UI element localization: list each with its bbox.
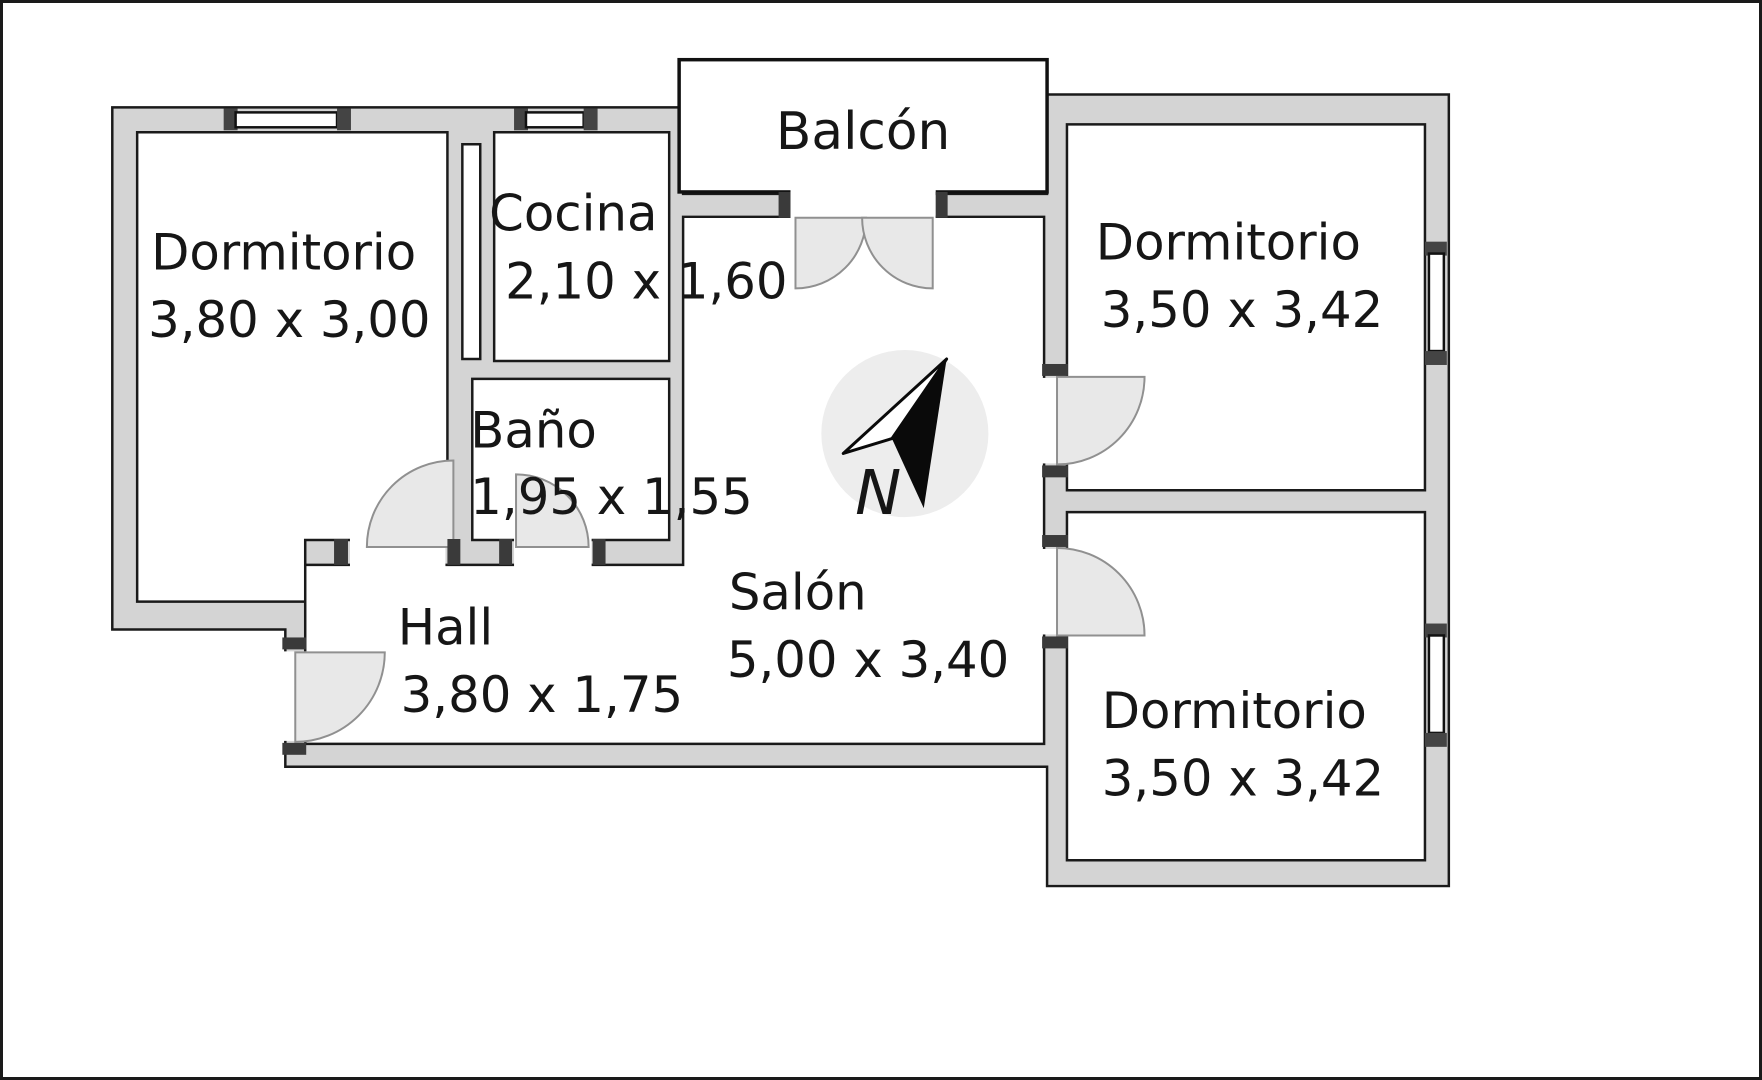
room-dims-hall: 3,80 x 1,75 <box>401 666 683 724</box>
door-jamb <box>282 742 307 755</box>
balcony-outline <box>677 57 1049 194</box>
window-right-top <box>1427 252 1446 353</box>
door-jamb <box>592 539 606 565</box>
bedroom-left-door-arc <box>365 459 455 548</box>
balcony-door-arc-left <box>794 216 868 290</box>
room-label-balcon: Balcón <box>776 102 950 162</box>
walls <box>111 93 1451 888</box>
door-jamb <box>1042 636 1068 649</box>
window-top-left <box>234 111 339 129</box>
door-jambs <box>282 191 1068 755</box>
door-jamb <box>282 637 307 650</box>
window-right-bottom <box>1427 634 1446 735</box>
door-jamb <box>1042 363 1068 376</box>
door-jamb <box>447 539 461 565</box>
bedroom-right-top-door-arc <box>1056 375 1146 466</box>
door-jamb <box>778 191 791 218</box>
door-jamb <box>334 539 348 565</box>
hall-entry-door-arc <box>294 651 386 743</box>
room-label-dormitorio-right-top: Dormitorio <box>1096 214 1361 272</box>
compass: N <box>821 350 989 529</box>
window-tab <box>1424 241 1447 256</box>
window-top-kitchen <box>524 111 585 129</box>
balcony-door-opening <box>790 189 936 221</box>
room-dims-dormitorio-left: 3,80 x 3,00 <box>148 291 430 349</box>
room-label-cocina: Cocina <box>489 185 657 243</box>
door-jamb <box>499 539 513 565</box>
floor-plan-canvas: N Dormitorio 3,80 x 3,00 Cocina 2,10 x 1… <box>111 57 1451 888</box>
balcony-door-arc-right <box>861 216 934 290</box>
north-arrow-black <box>891 359 947 509</box>
room-labels: Dormitorio 3,80 x 3,00 Cocina 2,10 x 1,6… <box>148 102 1384 807</box>
door-jamb <box>1042 465 1068 478</box>
door-jamb <box>935 191 948 218</box>
window-tab <box>223 108 238 131</box>
room-label-salon: Salón <box>729 564 867 622</box>
window-tab <box>1424 351 1447 365</box>
door-jamb <box>1042 535 1068 547</box>
room-label-dormitorio-right-bottom: Dormitorio <box>1102 682 1367 740</box>
room-dims-dormitorio-right-bottom: 3,50 x 3,42 <box>1102 750 1384 808</box>
north-label: N <box>855 457 901 529</box>
room-label-bano: Baño <box>470 402 597 460</box>
room-dims-dormitorio-right-top: 3,50 x 3,42 <box>1101 281 1383 339</box>
room-label-hall: Hall <box>398 598 493 656</box>
windows <box>223 108 1447 747</box>
window-tab <box>583 108 598 131</box>
window-tab <box>1424 623 1447 638</box>
window-tab <box>337 108 351 131</box>
room-label-dormitorio-left: Dormitorio <box>151 224 416 282</box>
room-dims-salon: 5,00 x 3,40 <box>727 631 1009 689</box>
bedroom-right-bottom-door-arc <box>1056 546 1146 637</box>
window-tab <box>514 108 528 131</box>
room-dims-bano: 1,95 x 1,55 <box>470 468 752 526</box>
room-dims-cocina: 2,10 x 1,60 <box>505 252 787 310</box>
door-swings <box>294 216 1146 743</box>
window-tab <box>1424 732 1447 747</box>
bathroom-door-arc <box>515 473 590 548</box>
